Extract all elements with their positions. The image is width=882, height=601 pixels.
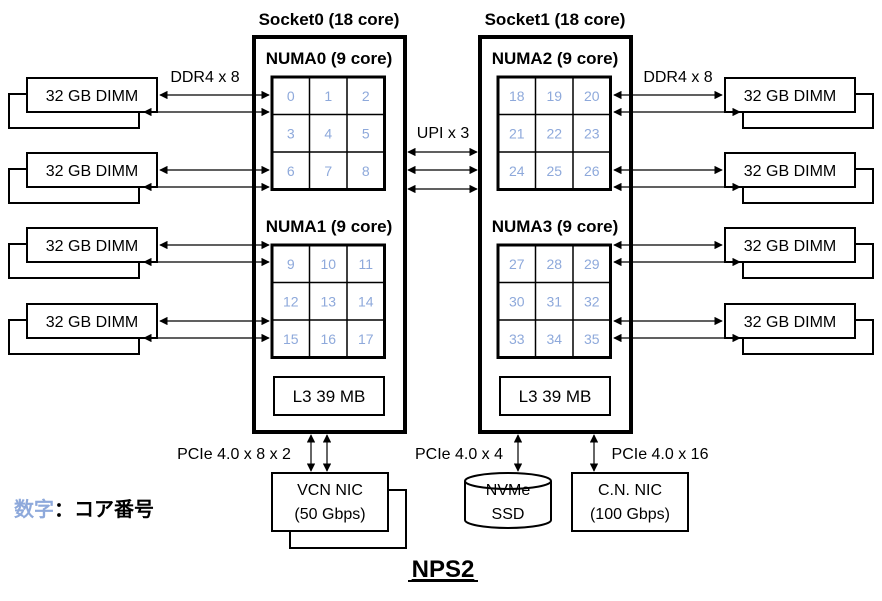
pcie-cn-label: PCIe 4.0 x 16 — [612, 446, 709, 463]
core-grid-frame — [496, 243, 612, 359]
l3-label-socket1: L3 39 MB — [519, 387, 592, 406]
dimm-label: 32 GB DIMM — [744, 88, 836, 105]
footer-title: NPS2 — [412, 556, 475, 583]
l3-box-socket0 — [273, 376, 385, 416]
dimm-box — [724, 77, 856, 113]
dimm-label: 32 GB DIMM — [46, 238, 138, 255]
legend-key: 数字 — [14, 497, 54, 521]
dimm-label: 32 GB DIMM — [46, 88, 138, 105]
core-number: 28 — [546, 256, 562, 272]
cn-nic-label: C.N. NIC — [598, 482, 662, 499]
pcie-nvme-label: PCIe 4.0 x 4 — [415, 446, 503, 463]
core-number: 2 — [362, 88, 370, 104]
core-number: 12 — [283, 293, 299, 309]
legend: 数字：コア番号 — [14, 497, 154, 521]
dimm-box — [26, 227, 158, 263]
core-number: 10 — [320, 256, 336, 272]
core-number: 25 — [546, 163, 562, 179]
nvme-ssd-cylinder-icon — [464, 472, 552, 529]
numa1-title: NUMA1 (9 core) — [266, 217, 393, 236]
dimm-box — [26, 77, 158, 113]
socket0-title: Socket0 (18 core) — [259, 10, 400, 29]
dimm-box — [724, 303, 856, 339]
core-number: 34 — [546, 331, 562, 347]
vcn-nic-speed: (50 Gbps) — [294, 506, 365, 523]
dimm-label: 32 GB DIMM — [744, 238, 836, 255]
core-number: 7 — [324, 163, 332, 179]
core-grid-frame — [496, 75, 612, 191]
numa2-core-grid: 18 19 20 21 22 23 24 25 26 — [496, 75, 612, 191]
core-number: 1 — [324, 88, 332, 104]
upi-label: UPI x 3 — [417, 125, 470, 142]
core-number: 6 — [287, 163, 295, 179]
socket1-title: Socket1 (18 core) — [485, 10, 626, 29]
core-number: 30 — [509, 293, 525, 309]
core-number: 29 — [584, 256, 600, 272]
core-number: 13 — [320, 293, 336, 309]
numa0-title: NUMA0 (9 core) — [266, 49, 393, 68]
nvme-ssd-label: SSD — [492, 506, 525, 523]
numa3-title: NUMA3 (9 core) — [492, 217, 619, 236]
dimm-label: 32 GB DIMM — [744, 163, 836, 180]
core-number: 31 — [546, 293, 562, 309]
core-grid-frame — [270, 75, 386, 191]
core-number: 21 — [509, 125, 525, 141]
core-number: 20 — [584, 88, 600, 104]
numa2-title: NUMA2 (9 core) — [492, 49, 619, 68]
dimm-box — [724, 152, 856, 188]
core-number: 8 — [362, 163, 370, 179]
numa0-core-grid: 0 1 2 3 4 5 6 7 8 — [270, 75, 386, 191]
ddr-label-left: DDR4 x 8 — [170, 69, 239, 86]
vcn-nic-label: VCN NIC — [297, 482, 363, 499]
core-number: 0 — [287, 88, 295, 104]
l3-label-socket0: L3 39 MB — [293, 387, 366, 406]
socket1-box — [478, 35, 633, 434]
core-number: 26 — [584, 163, 600, 179]
core-number: 23 — [584, 125, 600, 141]
core-number: 16 — [320, 331, 336, 347]
core-number: 3 — [287, 125, 295, 141]
legend-description: コア番号 — [74, 498, 154, 521]
core-number: 35 — [584, 331, 600, 347]
numa3-core-grid: 27 28 29 30 31 32 33 34 35 — [496, 243, 612, 359]
core-number: 11 — [358, 256, 373, 272]
memory-links — [143, 90, 741, 343]
core-number: 18 — [509, 88, 525, 104]
core-number: 15 — [283, 331, 299, 347]
cn-nic-speed: (100 Gbps) — [590, 506, 670, 523]
pcie-vcn-label: PCIe 4.0 x 8 x 2 — [177, 446, 291, 463]
nvme-label: NVMe — [486, 482, 531, 499]
l3-box-socket1 — [499, 376, 611, 416]
core-number: 27 — [509, 256, 525, 272]
dimm-box — [26, 303, 158, 339]
core-number: 4 — [324, 125, 332, 141]
dimm-modules: 32 GB DIMM 32 GB DIMM 32 GB DIMM 32 GB DIMM… — [8, 77, 874, 355]
ddr-label-right: DDR4 x 8 — [643, 69, 712, 86]
core-number: 33 — [509, 331, 525, 347]
core-number: 17 — [358, 331, 374, 347]
dimm-label: 32 GB DIMM — [46, 314, 138, 331]
dimm-box — [26, 152, 158, 188]
socket0-box — [252, 35, 407, 434]
core-number: 22 — [546, 125, 562, 141]
core-number: 32 — [584, 293, 600, 309]
dimm-label: 32 GB DIMM — [744, 314, 836, 331]
numa1-core-grid: 9 10 11 12 13 14 15 16 17 — [270, 243, 386, 359]
cn-nic-box — [571, 472, 689, 532]
core-number: 14 — [358, 293, 374, 309]
dimm-label: 32 GB DIMM — [46, 163, 138, 180]
vcn-nic-box — [271, 472, 389, 532]
core-number: 24 — [509, 163, 525, 179]
core-grid-frame — [270, 243, 386, 359]
core-number: 19 — [546, 88, 562, 104]
dimm-box — [724, 227, 856, 263]
core-number: 5 — [362, 125, 370, 141]
legend-separator: ： — [54, 499, 74, 521]
core-number: 9 — [287, 256, 295, 272]
